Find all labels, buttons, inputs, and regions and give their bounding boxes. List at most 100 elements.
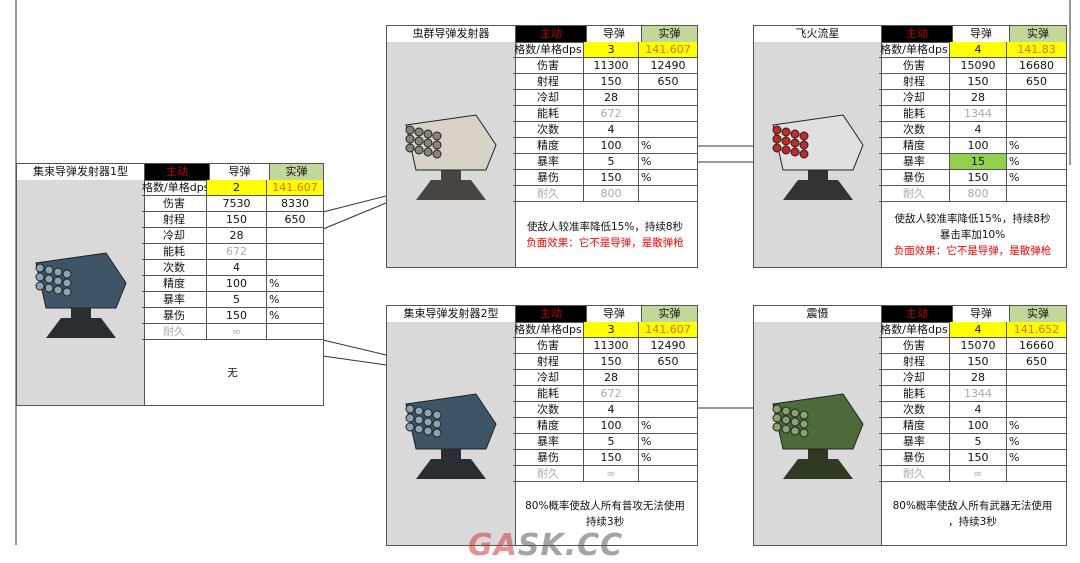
missile-value: 4 bbox=[950, 402, 1007, 417]
stat-label: 精度 bbox=[879, 418, 950, 433]
stat-row-crit-damage: 暴伤 150 % bbox=[142, 308, 323, 324]
stat-row-slots-dps: 格数/单格dps 4 141.652 bbox=[879, 322, 1066, 338]
kinetic-value: % bbox=[1009, 451, 1020, 464]
effect-text: 80%概率使敌人所有武器无法使用 bbox=[892, 499, 1053, 512]
stat-label: 次数 bbox=[879, 402, 950, 417]
kinetic-value: 12490 bbox=[650, 59, 686, 72]
stat-row-durability: 耐久 ∞ bbox=[142, 324, 323, 340]
stat-row-energy: 能耗 672 bbox=[513, 386, 697, 402]
stat-label: 射程 bbox=[513, 74, 584, 89]
weapon-card: 集束导弹发射器1型 主动 导弹 实弹 格数/单格dps 2 141.607 伤害… bbox=[16, 163, 324, 406]
kinetic-value bbox=[1007, 122, 1066, 137]
effect-description: 80%概率使敌人所有普攻无法使用持续3秒 bbox=[513, 482, 697, 545]
active-header: 主动 bbox=[516, 26, 587, 42]
stat-row-damage: 伤害 15070 16660 bbox=[879, 338, 1066, 354]
kinetic-value: 650 bbox=[1026, 355, 1047, 368]
kinetic-value: 650 bbox=[284, 213, 306, 226]
stat-label: 耐久 bbox=[142, 324, 207, 339]
stat-row-energy: 能耗 1344 bbox=[879, 106, 1066, 122]
stat-row-damage: 伤害 7530 8330 bbox=[142, 196, 323, 212]
stat-row-cooldown: 冷却 28 bbox=[513, 370, 697, 386]
stat-label: 次数 bbox=[879, 122, 950, 137]
missile-header: 导弹 bbox=[210, 164, 270, 180]
stat-row-count: 次数 4 bbox=[879, 402, 1066, 418]
effect-text: 80%概率使敌人所有普攻无法使用 bbox=[525, 499, 685, 512]
kinetic-value bbox=[639, 386, 697, 401]
stat-row-range: 射程 150 650 bbox=[142, 212, 323, 228]
active-header: 主动 bbox=[145, 164, 210, 180]
missile-value: 150 bbox=[584, 74, 639, 89]
stat-label: 精度 bbox=[513, 138, 584, 153]
stat-label: 格数/单格dps bbox=[513, 42, 584, 57]
missile-value: 5 bbox=[584, 154, 639, 169]
kinetic-value: % bbox=[269, 293, 280, 306]
card-header: 虫群导弹发射器 主动 导弹 实弹 bbox=[387, 26, 697, 43]
stat-row-crit-damage: 暴伤 150 % bbox=[513, 170, 697, 186]
missile-value: 150 bbox=[207, 308, 267, 323]
stat-label: 伤害 bbox=[142, 196, 207, 211]
missile-value: 28 bbox=[584, 370, 639, 385]
stat-row-crit-rate: 暴率 15 % bbox=[879, 154, 1066, 170]
stat-row-crit-damage: 暴伤 150 % bbox=[513, 450, 697, 466]
negative-effect-text: 负面效果：它不是导弹，是散弹枪 bbox=[893, 244, 1052, 257]
effect-text: 暴击率加10% bbox=[939, 228, 1006, 241]
stat-row-accuracy: 精度 100 % bbox=[879, 418, 1066, 434]
stat-row-count: 次数 4 bbox=[513, 402, 697, 418]
weapon-card: 飞火流星 主动 导弹 实弹 格数/单格dps 4 141.83 伤害 15090… bbox=[753, 25, 1067, 268]
weapon-name: 虫群导弹发射器 bbox=[387, 26, 516, 42]
stat-label: 伤害 bbox=[879, 58, 950, 73]
weapon-image bbox=[754, 42, 882, 267]
missile-value: 2 bbox=[207, 180, 267, 195]
stat-row-energy: 能耗 672 bbox=[142, 244, 323, 260]
kinetic-value bbox=[1007, 186, 1066, 201]
stat-label: 能耗 bbox=[142, 244, 207, 259]
kinetic-value: % bbox=[1009, 171, 1020, 184]
stat-row-range: 射程 150 650 bbox=[513, 354, 697, 370]
kinetic-value: % bbox=[1009, 435, 1020, 448]
effect-text: 使敌人较准率降低15%，持续8秒 bbox=[526, 220, 684, 233]
stat-row-count: 次数 4 bbox=[879, 122, 1066, 138]
stat-row-slots-dps: 格数/单格dps 2 141.607 bbox=[142, 180, 323, 196]
stat-label: 冷却 bbox=[513, 370, 584, 385]
missile-value: 3 bbox=[584, 42, 639, 57]
stat-label: 伤害 bbox=[513, 58, 584, 73]
kinetic-value bbox=[267, 228, 323, 243]
kinetic-value: 141.607 bbox=[267, 180, 323, 195]
stat-row-crit-rate: 暴率 5 % bbox=[142, 292, 323, 308]
kinetic-header: 实弹 bbox=[642, 306, 697, 322]
missile-value: 28 bbox=[207, 228, 267, 243]
stat-label: 射程 bbox=[513, 354, 584, 369]
stat-row-energy: 能耗 672 bbox=[513, 106, 697, 122]
missile-value: 100 bbox=[950, 138, 1007, 153]
stat-row-cooldown: 冷却 28 bbox=[879, 370, 1066, 386]
kinetic-value bbox=[639, 466, 697, 481]
kinetic-value bbox=[639, 122, 697, 137]
stats-table: 格数/单格dps 3 141.607 伤害 11300 12490 射程 150… bbox=[513, 322, 697, 482]
stat-row-crit-rate: 暴率 5 % bbox=[513, 434, 697, 450]
stat-row-durability: 耐久 ∞ bbox=[513, 466, 697, 482]
kinetic-value: 141.83 bbox=[1007, 42, 1066, 57]
kinetic-value bbox=[1007, 402, 1066, 417]
weapon-card: 震慑 主动 导弹 实弹 格数/单格dps 4 141.652 伤害 15070 … bbox=[753, 305, 1067, 546]
missile-value: 7530 bbox=[207, 196, 267, 211]
kinetic-value: % bbox=[269, 277, 280, 290]
stat-row-count: 次数 4 bbox=[513, 122, 697, 138]
weapon-card: 集束导弹发射器2型 主动 导弹 实弹 格数/单格dps 3 141.607 伤害… bbox=[386, 305, 698, 546]
kinetic-value: % bbox=[1009, 139, 1020, 152]
missile-value: 4 bbox=[584, 122, 639, 137]
kinetic-value: 141.607 bbox=[639, 42, 697, 57]
stat-row-accuracy: 精度 100 % bbox=[513, 138, 697, 154]
missile-header: 导弹 bbox=[953, 306, 1010, 322]
kinetic-value bbox=[639, 402, 697, 417]
missile-value: 5 bbox=[950, 434, 1007, 449]
stat-row-slots-dps: 格数/单格dps 4 141.83 bbox=[879, 42, 1066, 58]
stat-row-cooldown: 冷却 28 bbox=[142, 228, 323, 244]
stat-row-accuracy: 精度 100 % bbox=[879, 138, 1066, 154]
missile-value: 4 bbox=[950, 322, 1007, 337]
kinetic-value bbox=[639, 186, 697, 201]
missile-header: 导弹 bbox=[587, 306, 642, 322]
stat-label: 冷却 bbox=[879, 370, 950, 385]
kinetic-value bbox=[1007, 106, 1066, 121]
stat-label: 暴伤 bbox=[879, 170, 950, 185]
kinetic-value: 650 bbox=[1026, 75, 1047, 88]
